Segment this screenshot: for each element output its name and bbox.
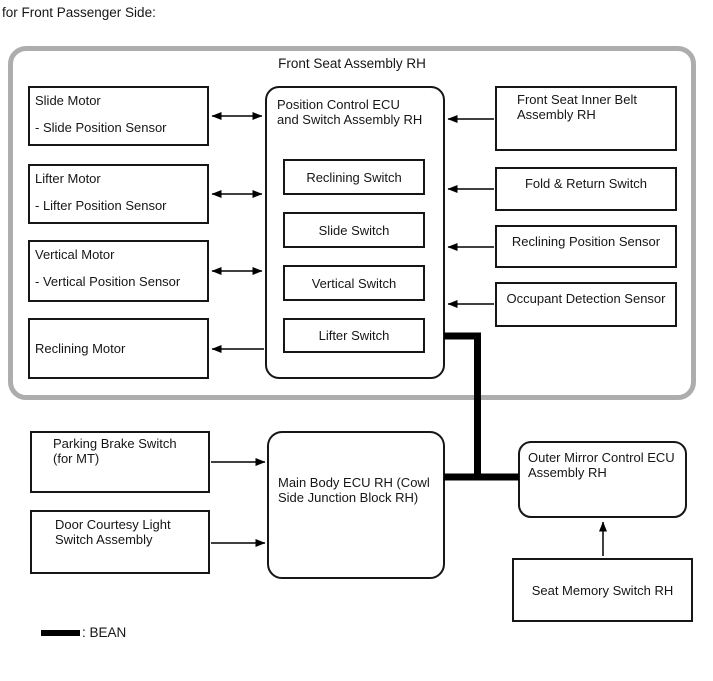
box-label: Slide Motor: [35, 93, 101, 108]
outer-mirror-control-ecu-box: Outer Mirror Control ECU Assembly RH: [518, 441, 687, 518]
box-sublabel: Side Junction Block RH): [278, 490, 419, 505]
box-sublabel: Assembly RH: [528, 465, 607, 480]
box-label: Seat Memory Switch RH: [531, 582, 674, 598]
page-title: for Front Passenger Side:: [2, 5, 156, 20]
seat-memory-switch-box: Seat Memory Switch RH: [512, 558, 693, 622]
vertical-switch-box: Vertical Switch: [283, 265, 425, 301]
ecu-title-line1: Position Control ECU: [277, 97, 400, 112]
switch-label: Slide Switch: [318, 222, 390, 238]
parking-brake-switch-box: Parking Brake Switch (for MT): [30, 431, 210, 493]
switch-label: Lifter Switch: [318, 328, 390, 343]
bean-legend-label: : BEAN: [82, 625, 127, 640]
box-label: Door Courtesy Light: [55, 517, 171, 532]
box-sublabel: - Slide Position Sensor: [35, 120, 167, 135]
reclining-position-sensor-box: Reclining Position Sensor: [495, 225, 677, 268]
switch-label: Vertical Switch: [311, 275, 397, 291]
box-label: Fold & Return Switch: [524, 176, 648, 191]
box-sublabel: - Lifter Position Sensor: [35, 198, 167, 213]
box-label: Main Body ECU RH (Cowl: [278, 475, 430, 490]
lifter-motor-box: Lifter Motor - Lifter Position Sensor: [28, 164, 209, 224]
occupant-detection-sensor-box: Occupant Detection Sensor: [495, 282, 677, 327]
slide-switch-box: Slide Switch: [283, 212, 425, 248]
box-label: Occupant Detection Sensor: [506, 291, 666, 306]
box-label: Reclining Motor: [35, 341, 126, 356]
slide-motor-box: Slide Motor - Slide Position Sensor: [28, 86, 209, 146]
box-label: Parking Brake Switch: [53, 436, 177, 451]
fold-return-switch-box: Fold & Return Switch: [495, 167, 677, 211]
box-label: Lifter Motor: [35, 171, 101, 186]
vertical-motor-box: Vertical Motor - Vertical Position Senso…: [28, 240, 209, 302]
assembly-title: Front Seat Assembly RH: [278, 56, 426, 71]
lifter-switch-box: Lifter Switch: [283, 318, 425, 353]
box-sublabel: Assembly RH: [517, 107, 596, 122]
ecu-title: Position Control ECU and Switch Assembly…: [267, 88, 443, 127]
main-body-ecu-box: Main Body ECU RH (Cowl Side Junction Blo…: [267, 431, 445, 579]
switch-label: Reclining Switch: [306, 169, 402, 185]
door-courtesy-light-switch-box: Door Courtesy Light Switch Assembly: [30, 510, 210, 574]
reclining-switch-box: Reclining Switch: [283, 159, 425, 195]
box-label: Reclining Position Sensor: [511, 234, 661, 249]
box-sublabel: (for MT): [53, 451, 100, 466]
reclining-motor-box: Reclining Motor: [28, 318, 209, 379]
box-sublabel: Switch Assembly: [55, 532, 153, 547]
box-sublabel: - Vertical Position Sensor: [35, 274, 181, 289]
bean-line-sample: [41, 630, 80, 636]
ecu-title-line2: and Switch Assembly RH: [277, 112, 423, 127]
front-seat-inner-belt-box: Front Seat Inner Belt Assembly RH: [495, 86, 677, 151]
box-label: Front Seat Inner Belt: [517, 92, 637, 107]
box-label: Outer Mirror Control ECU: [528, 450, 675, 465]
box-label: Vertical Motor: [35, 247, 115, 262]
